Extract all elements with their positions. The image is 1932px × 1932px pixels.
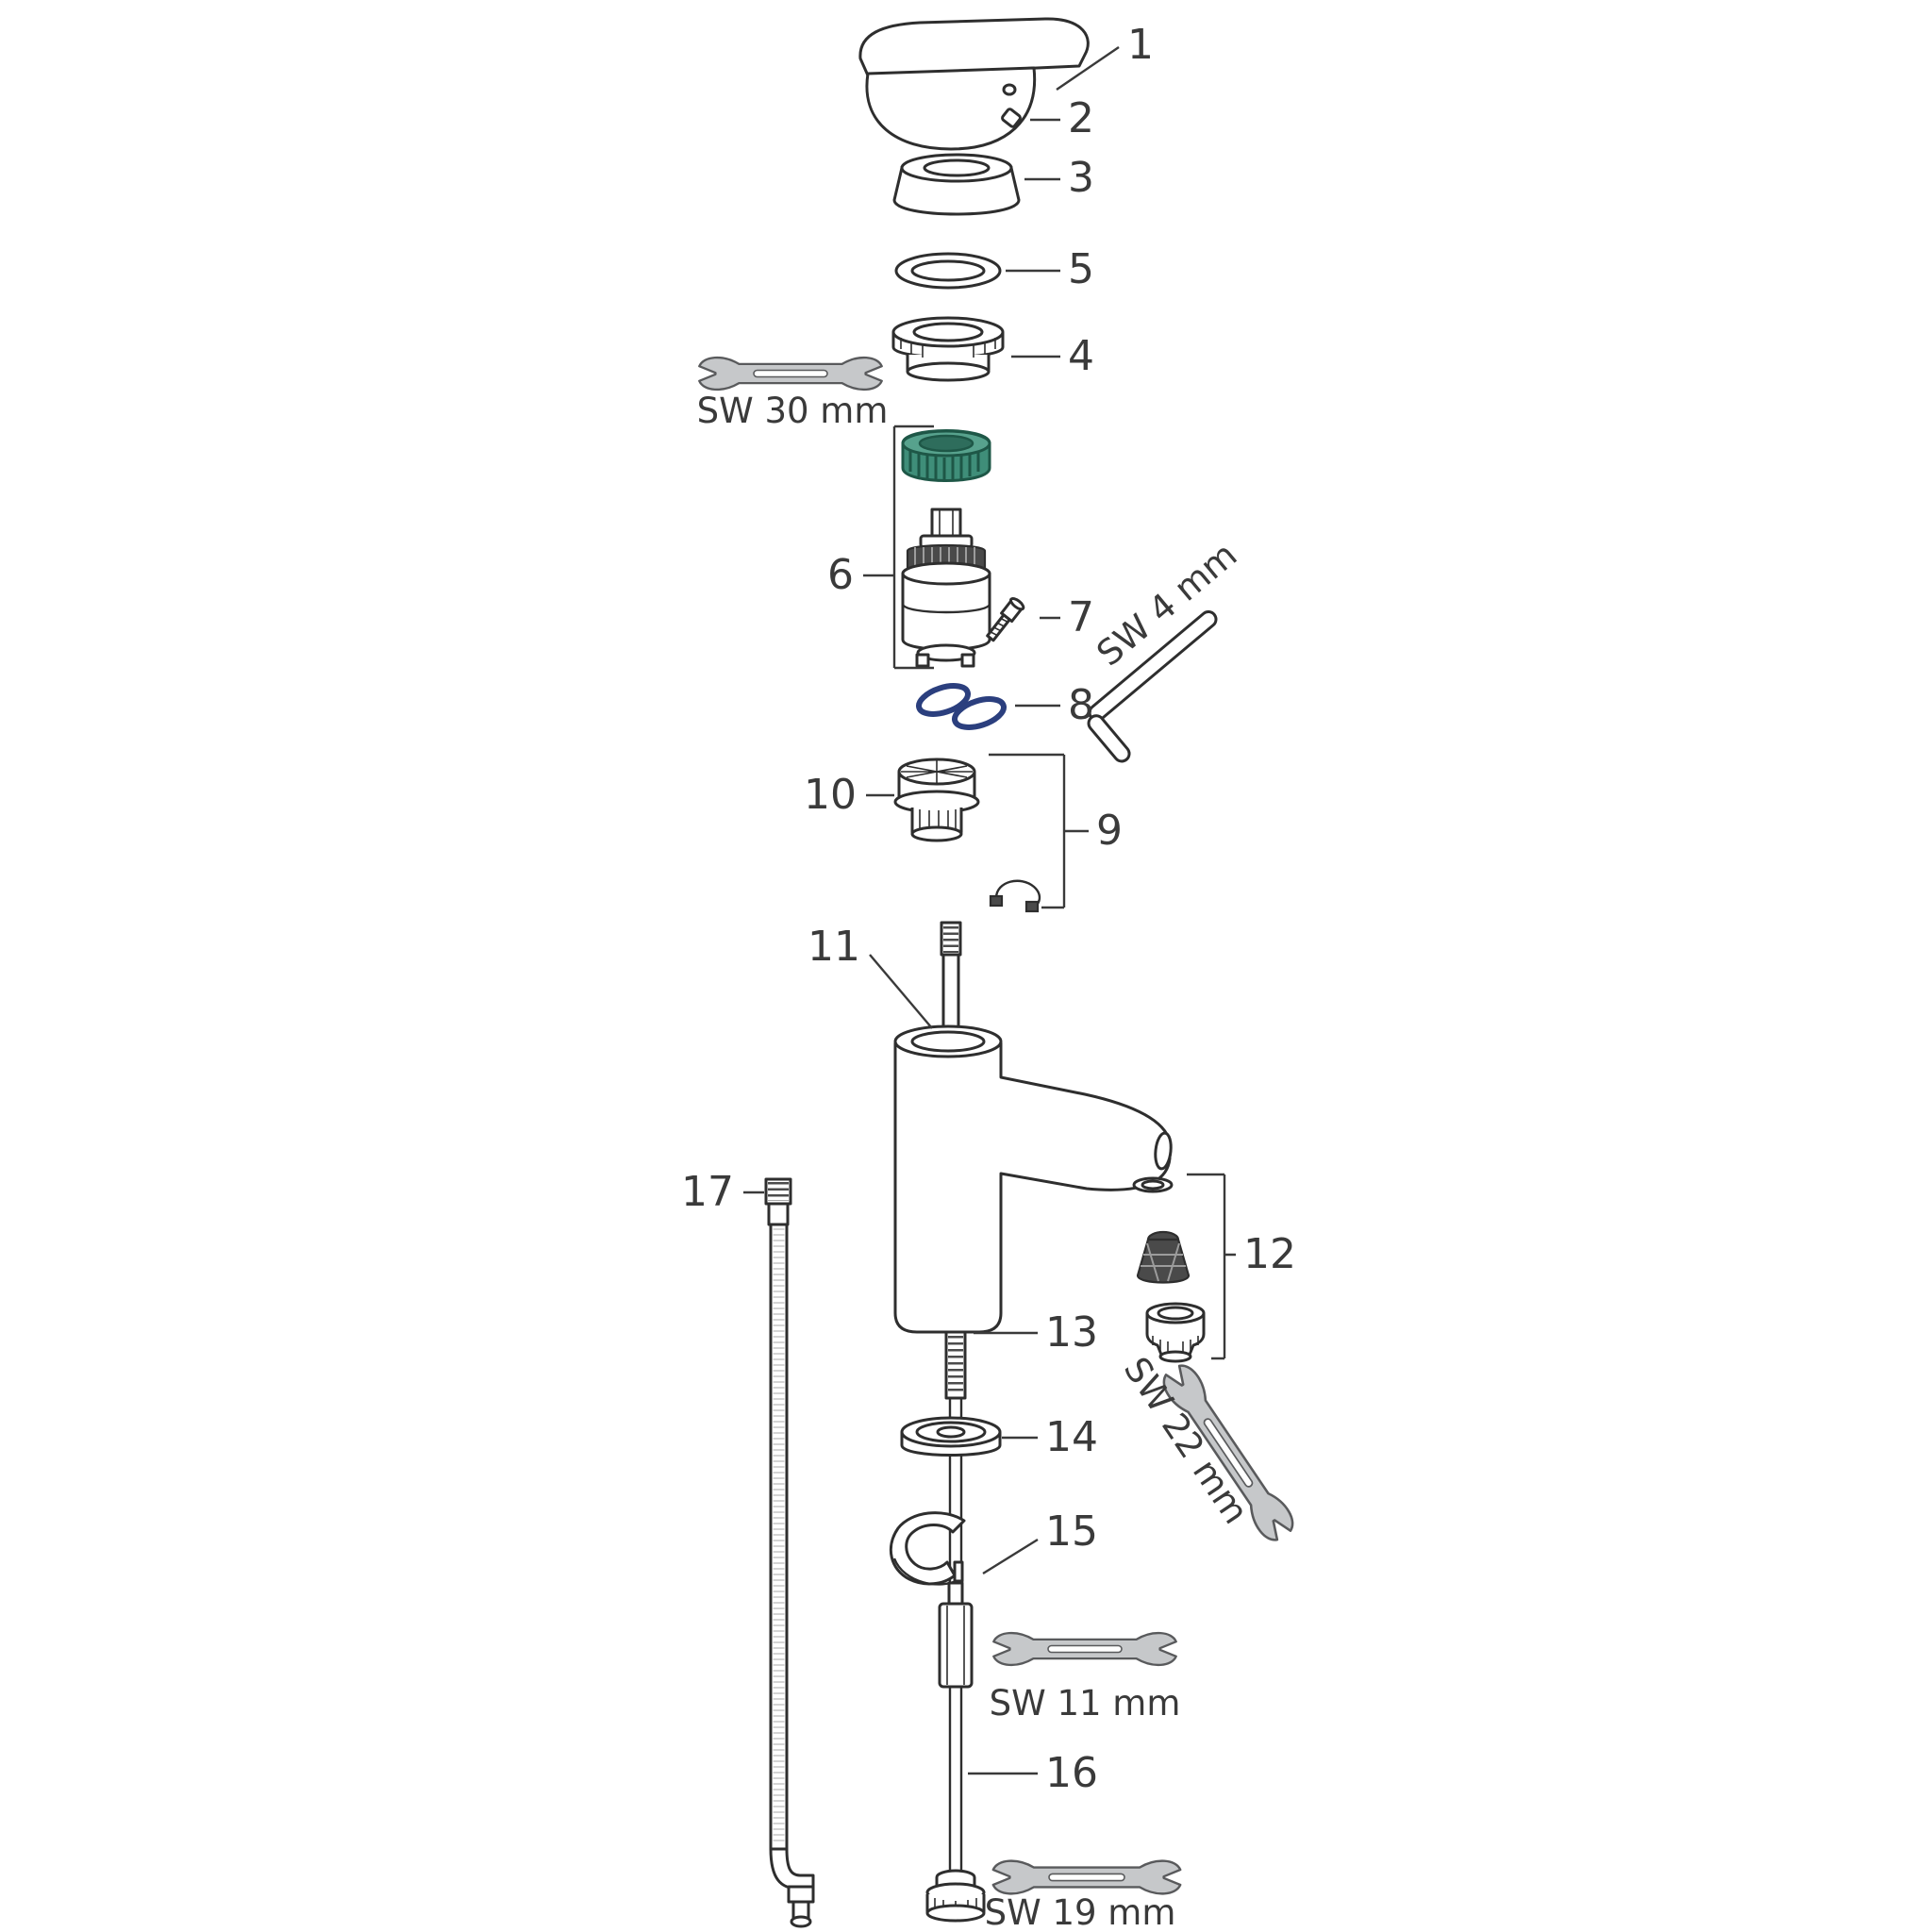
label-8: 8	[1068, 681, 1094, 729]
label-4: 4	[1068, 332, 1094, 380]
part-6-cartridge-assembly	[901, 429, 991, 668]
cartridge-body	[901, 508, 991, 668]
handle-pin-hole	[1002, 83, 1017, 96]
part-3-handle-sleeve	[892, 153, 1021, 216]
tool-label-sw19: SW 19 mm	[985, 1892, 1176, 1932]
leader-15	[982, 1538, 1039, 1575]
label-16: 16	[1045, 1749, 1098, 1797]
allen-key-sw4-icon	[1087, 610, 1218, 763]
part-15-fastening-bracket	[889, 1511, 966, 1586]
mounting-socket	[938, 1581, 974, 1689]
part-12-aerator-set	[1132, 1176, 1206, 1363]
leader-1	[1056, 46, 1120, 91]
label-1: 1	[1127, 21, 1154, 69]
label-5: 5	[1068, 245, 1094, 293]
label-11: 11	[808, 923, 860, 971]
label-9: 9	[1096, 807, 1123, 855]
part-7-screw	[986, 596, 1025, 642]
wrench-sw19-icon	[991, 1859, 1182, 1895]
label-6: 6	[827, 551, 854, 599]
label-12: 12	[1243, 1230, 1296, 1278]
label-13: 13	[1045, 1308, 1098, 1357]
part-13-threaded-connection	[944, 1330, 967, 1400]
bracket-12	[1187, 1173, 1236, 1360]
leader-11	[869, 954, 933, 1029]
part-10-non-return-valve	[893, 758, 980, 842]
part-17-supply-hose	[764, 1177, 815, 1928]
wrench-sw11-icon	[992, 1631, 1177, 1667]
part-16-bottom-nut	[925, 1869, 986, 1923]
part-14-base-gasket	[900, 1416, 1002, 1457]
part-9-clip	[989, 879, 1041, 913]
bracket-6	[863, 425, 934, 670]
part-5-o-ring	[894, 252, 1002, 290]
part-11-mixer-body	[893, 921, 1173, 1334]
label-14: 14	[1045, 1413, 1098, 1461]
label-3: 3	[1068, 154, 1094, 202]
label-10: 10	[804, 771, 857, 819]
cartridge-green-ring	[901, 429, 991, 482]
bracket-9	[989, 753, 1089, 909]
aerator-shell	[1145, 1302, 1206, 1363]
part-1-handle	[858, 17, 1090, 151]
part-2-screw-cover	[1001, 108, 1022, 128]
label-17: 17	[681, 1168, 734, 1216]
tool-label-sw11: SW 11 mm	[990, 1683, 1181, 1724]
part-4-retaining-nut	[891, 316, 1005, 382]
label-15: 15	[1045, 1507, 1098, 1556]
label-7: 7	[1068, 593, 1094, 641]
aerator-insert	[1136, 1230, 1191, 1284]
tool-label-sw30: SW 30 mm	[697, 391, 889, 431]
label-2: 2	[1068, 94, 1094, 142]
part-8-o-ring-set	[916, 683, 1007, 730]
wrench-sw30-icon	[698, 356, 883, 391]
